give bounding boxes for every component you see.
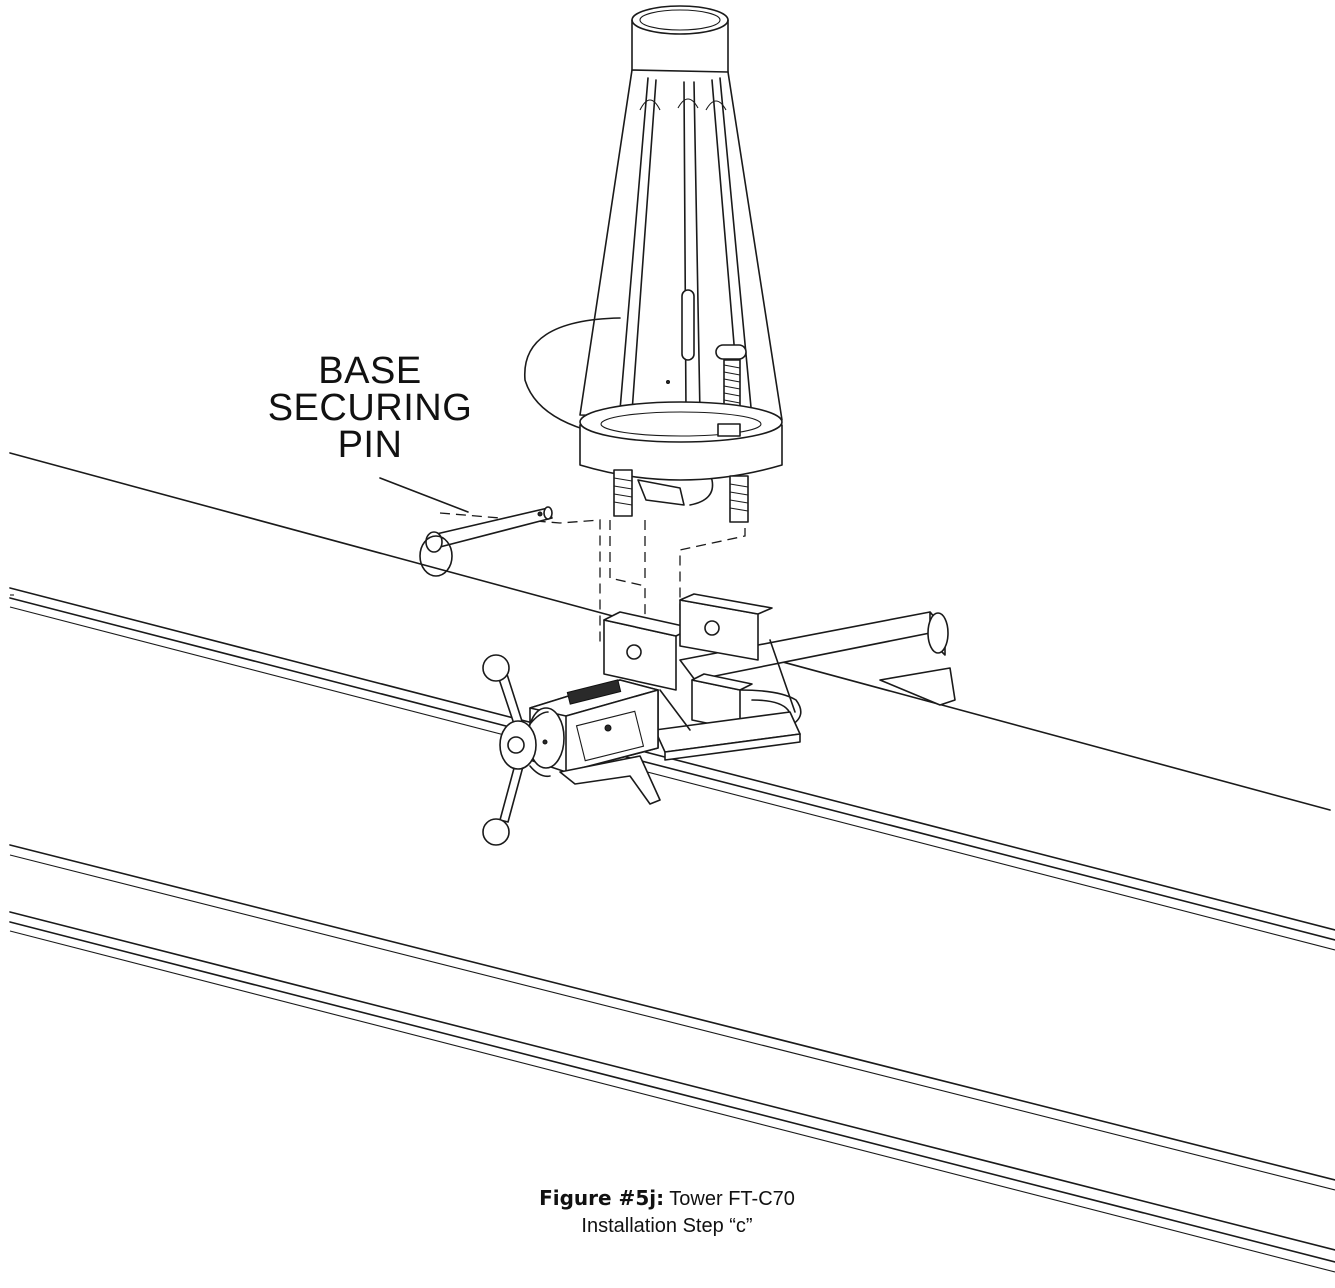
callout-line-1: BASE bbox=[318, 350, 422, 392]
callout-line-2: SECURING bbox=[267, 387, 473, 429]
caption-line-1: Figure #5j: Tower FT-C70 bbox=[417, 1185, 917, 1213]
figure-title: Tower FT-C70 bbox=[669, 1188, 795, 1210]
rail-track bbox=[9, 452, 1335, 1273]
callout-label: BASE SECURING PIN bbox=[255, 350, 485, 466]
figure-caption: Figure #5j: Tower FT-C70 Installation St… bbox=[417, 1185, 917, 1240]
rail-mount-bracket bbox=[603, 593, 956, 761]
caption-line-2: Installation Step “c” bbox=[581, 1215, 753, 1237]
t-handle bbox=[482, 654, 551, 846]
figure-number: Figure #5j: bbox=[539, 1186, 665, 1210]
callout-line-3: PIN bbox=[337, 424, 403, 466]
clamp-body bbox=[527, 679, 661, 805]
base-securing-pin bbox=[379, 477, 553, 577]
tower-base-ring bbox=[579, 401, 783, 523]
tower-column bbox=[524, 5, 783, 506]
alignment-guides bbox=[439, 512, 746, 642]
